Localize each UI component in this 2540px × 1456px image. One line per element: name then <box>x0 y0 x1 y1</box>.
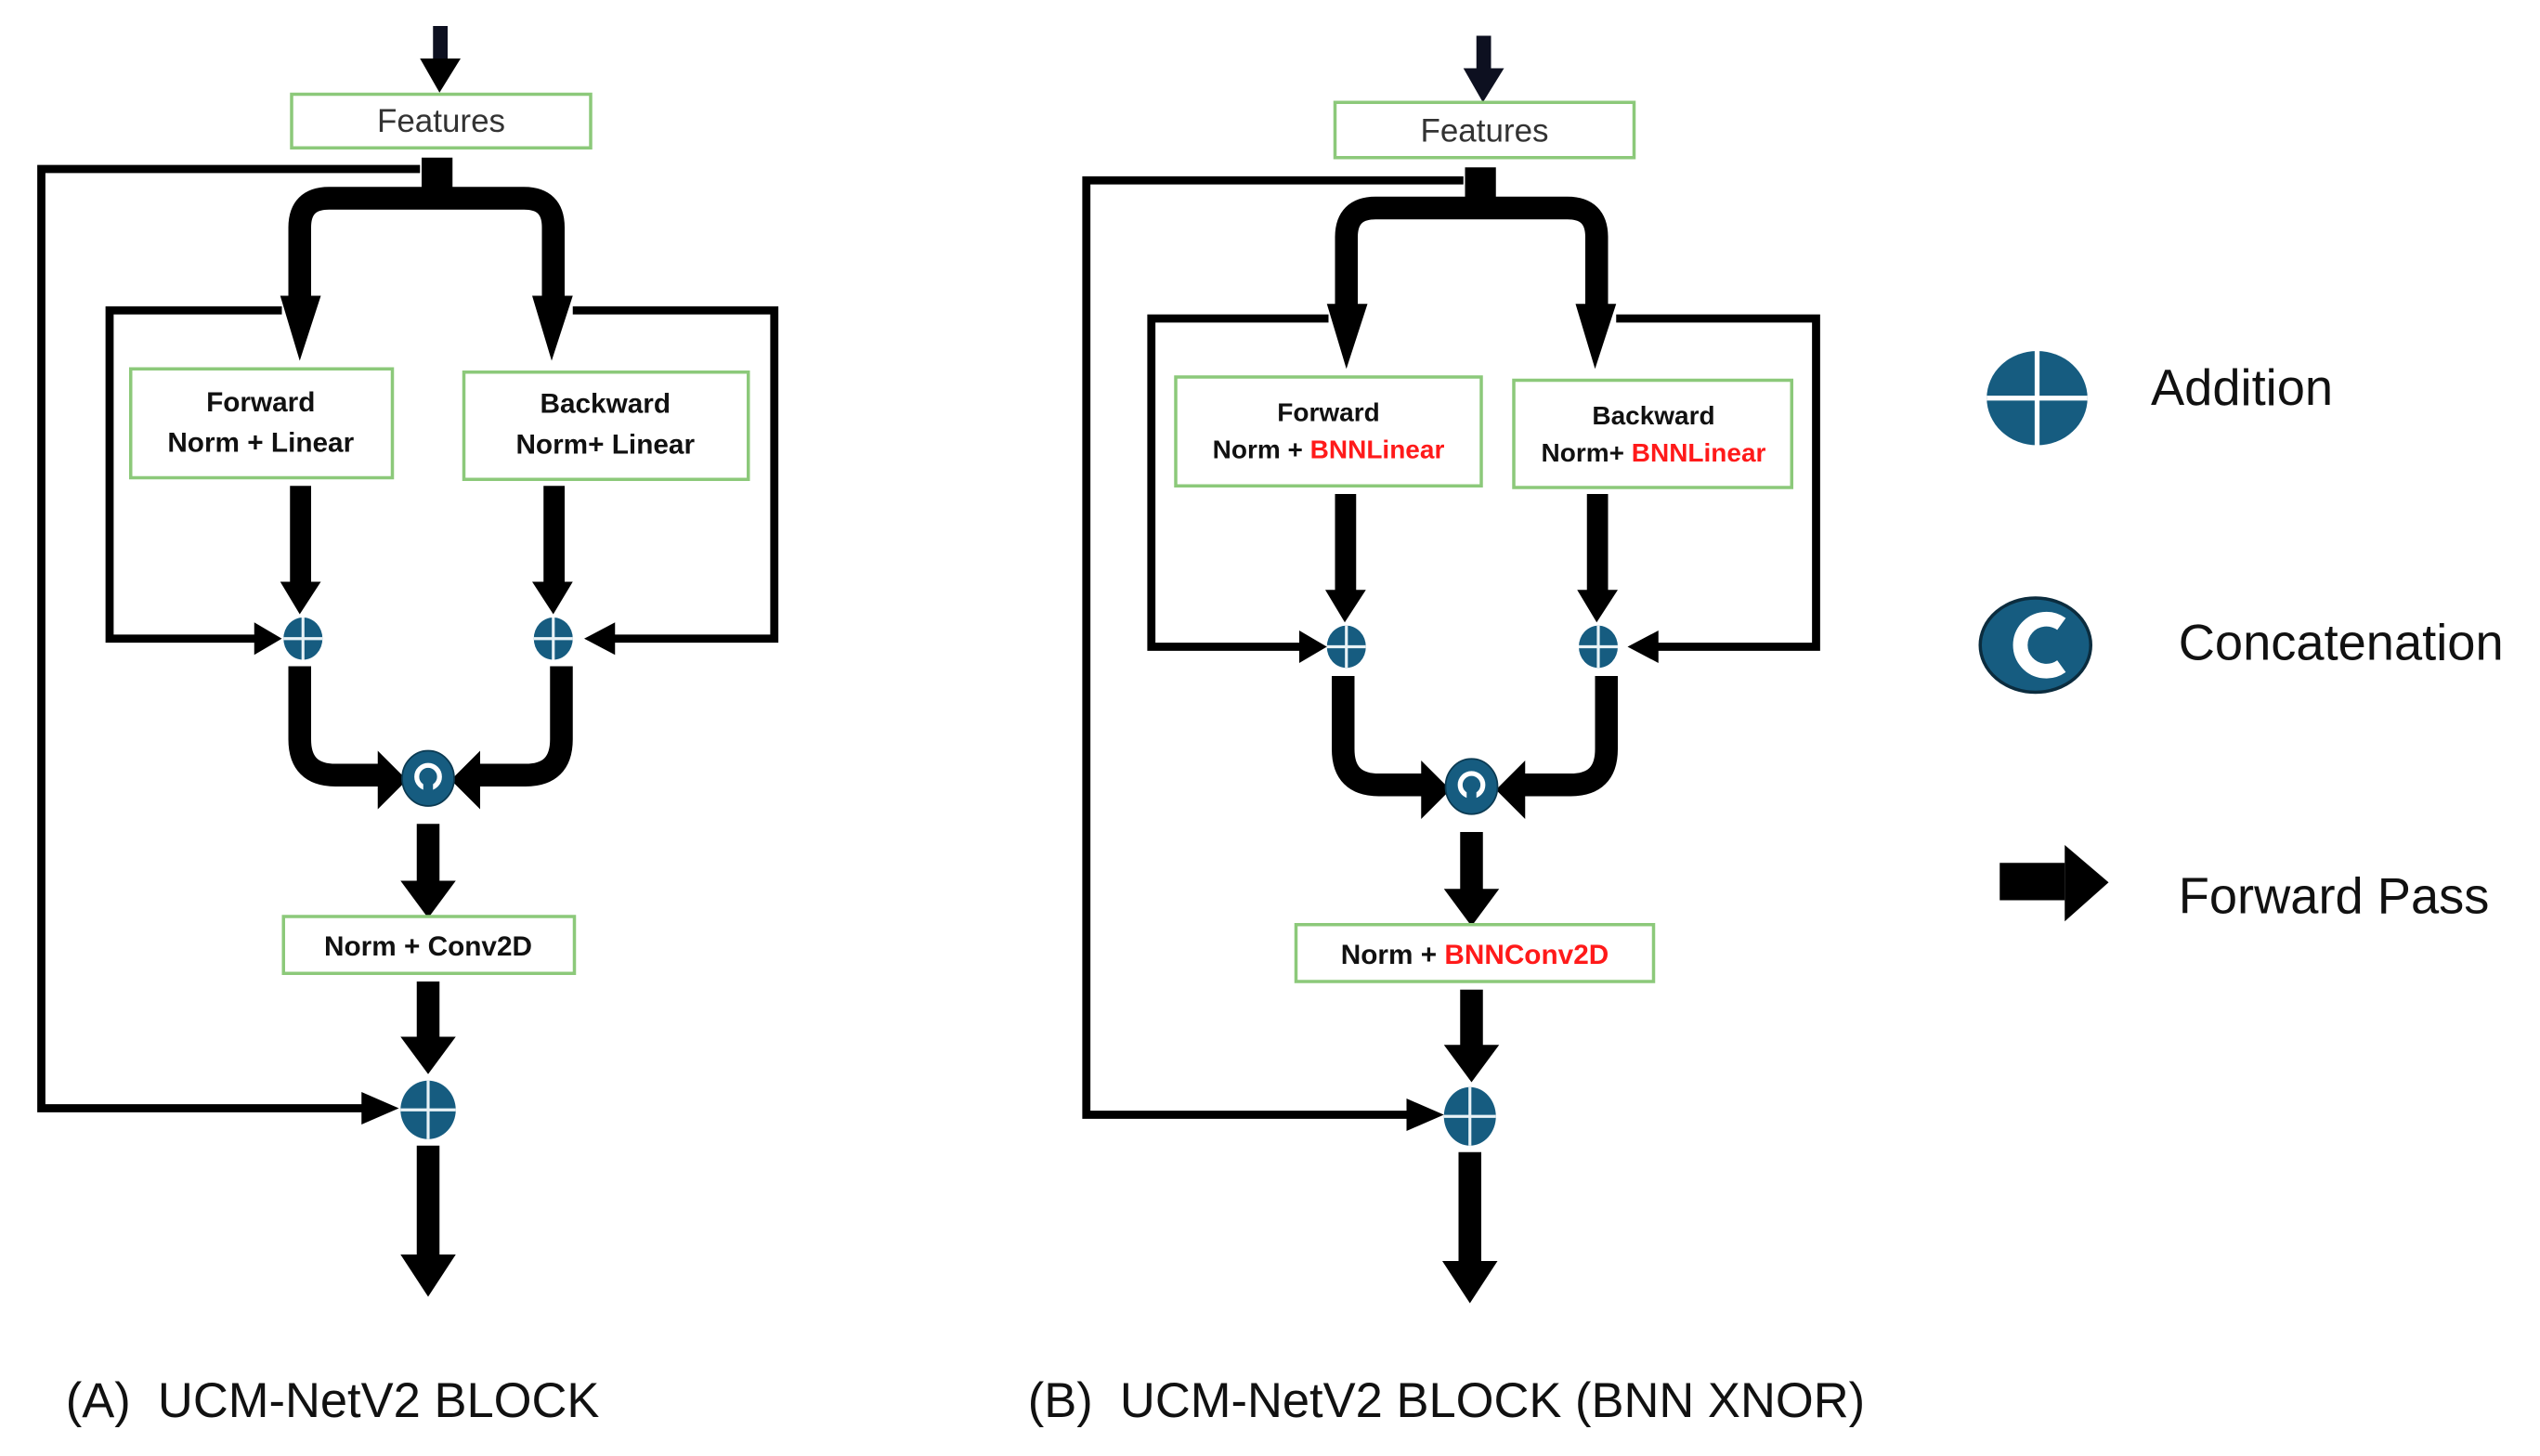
diagram-b: Features Forward Norm + BNNLinear Backwa… <box>1028 35 1865 1428</box>
features-label: Features <box>1420 112 1548 149</box>
forward-addition-node <box>1326 625 1366 669</box>
forward-title: Forward <box>206 387 315 418</box>
legend-label-forward-pass: Forward Pass <box>2179 869 2490 925</box>
forward-op-prefix: Norm + <box>1213 436 1310 464</box>
features-box <box>290 92 593 150</box>
skip-connection-arrowhead <box>361 1092 399 1124</box>
conv-box <box>1294 923 1656 983</box>
backward-box <box>462 370 750 481</box>
caption-a: (A) UCM-NetV2 BLOCK <box>66 1373 600 1428</box>
forward-op-highlight: BNNLinear <box>1310 436 1445 464</box>
forward-branch-arrowhead <box>1326 304 1368 370</box>
backward-op-prefix: Norm+ <box>1542 438 1632 467</box>
backward-op-highlight: BNNLinear <box>1632 438 1766 467</box>
residual-addition-node <box>1443 1086 1496 1146</box>
features-label: Features <box>377 103 505 139</box>
backward-title: Backward <box>1592 401 1714 430</box>
backward-box <box>1512 378 1793 489</box>
legend-item-forward-pass: Forward Pass <box>1999 845 2489 925</box>
legend-label-concatenation: Concatenation <box>2179 616 2504 671</box>
backward-merge-path <box>1515 676 1618 797</box>
legend-item-addition: Addition <box>1986 351 2333 446</box>
features-box <box>1333 100 1636 160</box>
concatenation-icon <box>1978 596 2092 695</box>
caption-b: (B) UCM-NetV2 BLOCK (BNN XNOR) <box>1028 1373 1865 1428</box>
backward-branch-arrowhead <box>1575 304 1617 370</box>
forward-box <box>129 367 395 480</box>
conv-highlight: BNNConv2D <box>1444 940 1609 970</box>
forward-branch-arrowhead <box>280 295 321 361</box>
backward-addition-node <box>1579 625 1618 669</box>
backward-residual-line <box>1616 314 1820 651</box>
conv-box <box>281 915 577 975</box>
concatenation-node <box>1444 758 1499 815</box>
forward-addition-node <box>283 618 323 660</box>
forward-title: Forward <box>1277 397 1379 426</box>
residual-addition-node <box>400 1080 456 1139</box>
backward-op: Norm+ BNNLinear <box>1542 438 1766 467</box>
diagram-a: Features Forward Norm + Linear Backward … <box>37 26 779 1428</box>
forward-box <box>1174 375 1483 488</box>
legend-item-concatenation: Concatenation <box>1978 596 2504 695</box>
conv-label: Norm + BNNConv2D <box>1341 940 1609 970</box>
forward-residual-line <box>105 306 282 644</box>
forward-op: Norm + Linear <box>167 428 354 459</box>
forward-residual-line <box>1147 314 1329 651</box>
skip-connection-line <box>1082 176 1464 1119</box>
forward-merge-path <box>288 666 388 786</box>
skip-connection-line <box>37 164 421 1112</box>
skip-connection-arrowhead <box>1406 1098 1444 1131</box>
backward-addition-node <box>533 618 573 660</box>
backward-residual-arrowhead <box>1627 630 1659 663</box>
forward-residual-arrowhead <box>254 622 282 656</box>
backward-branch-arrowhead <box>532 295 573 361</box>
split-path <box>1335 196 1609 309</box>
forward-op: Norm + BNNLinear <box>1213 436 1445 464</box>
conv-label: Norm + Conv2D <box>324 931 532 962</box>
backward-merge-path <box>472 666 573 786</box>
addition-icon <box>1986 351 2088 446</box>
backward-title: Backward <box>540 389 671 420</box>
input-arrow <box>1463 35 1504 103</box>
output-arrowhead <box>400 1254 456 1297</box>
split-path <box>288 187 565 301</box>
conv-prefix: Norm + <box>1341 940 1445 970</box>
forward-pass-arrow-icon <box>1999 845 2109 922</box>
concatenation-node <box>401 749 455 807</box>
legend-label-addition: Addition <box>2151 360 2333 416</box>
backward-residual-line <box>572 306 779 644</box>
legend: Addition Concatenation Forward Pass <box>1978 351 2504 925</box>
forward-merge-path <box>1332 676 1431 797</box>
output-arrowhead <box>1442 1261 1498 1304</box>
backward-op: Norm+ Linear <box>515 429 695 460</box>
backward-residual-arrowhead <box>584 622 616 656</box>
forward-residual-arrowhead <box>1299 630 1327 663</box>
input-arrow <box>420 26 461 93</box>
